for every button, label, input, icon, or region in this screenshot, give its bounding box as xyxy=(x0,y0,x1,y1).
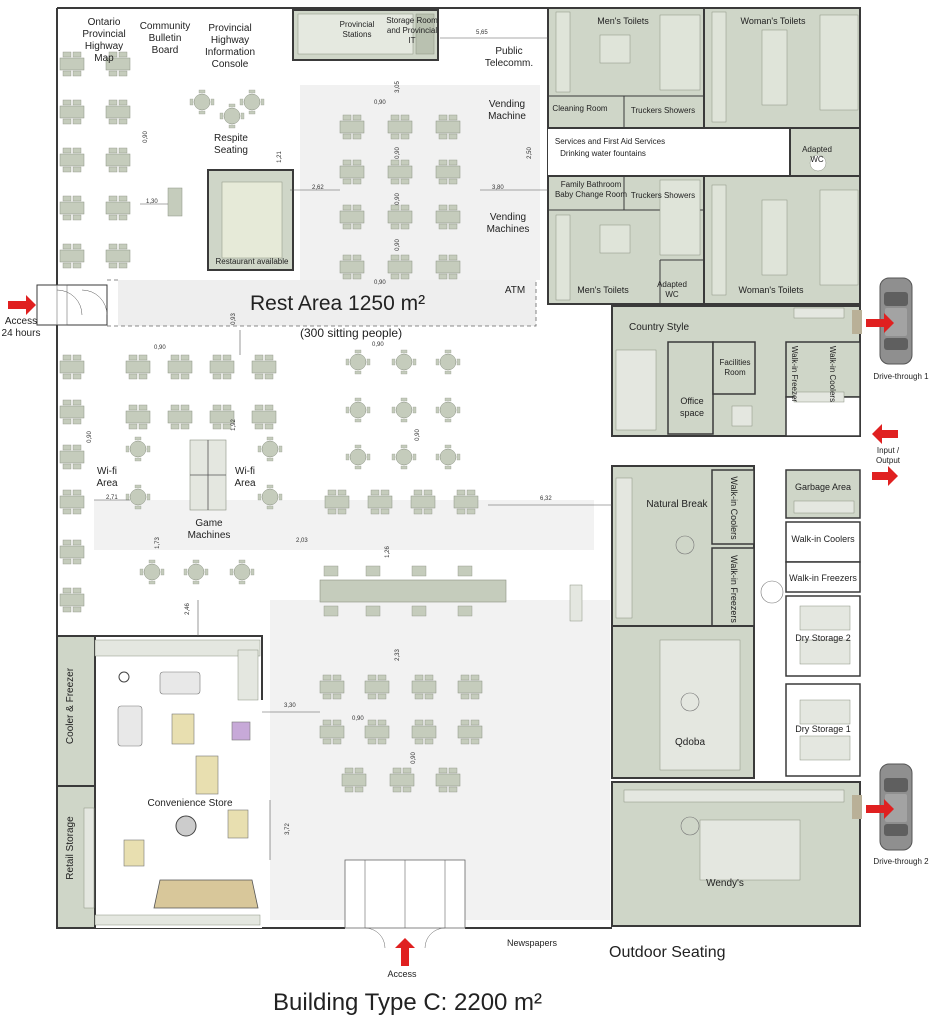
walkin-coolers-label: Walk-in Coolers xyxy=(729,476,739,540)
dimension-label: 2,03 xyxy=(296,538,308,544)
arrow-right-icon xyxy=(8,295,898,819)
respite-seating-label: Respite Seating xyxy=(214,133,248,156)
dimension-label: 0,93 xyxy=(230,313,237,325)
services-label: Services and First Aid Services xyxy=(554,137,666,146)
outdoor-seating-label: Outdoor Seating xyxy=(609,944,726,961)
natural-break-label: Natural Break xyxy=(646,499,708,510)
arrow-up-icon xyxy=(395,938,415,966)
input-output-label: Input / Output xyxy=(875,446,900,465)
cleaning-room-label: Cleaning Room xyxy=(552,104,608,113)
dry-storage-2-label: Dry Storage 2 xyxy=(795,633,851,643)
dimension-label: 1,26 xyxy=(384,546,391,558)
page-title: Building Type C: 2200 m² xyxy=(273,989,543,1016)
access-label: Access xyxy=(387,969,417,979)
walkin-freezer-label: Walk-in Freezer xyxy=(790,345,799,403)
dimension-label: 2,46 xyxy=(184,603,191,615)
atm-label: ATM xyxy=(504,285,526,296)
facilities-room-label: Facilities Room xyxy=(719,358,751,377)
dimension-label: 1,73 xyxy=(154,537,161,549)
dimension-label: 6,32 xyxy=(540,496,552,502)
wendys-label: Wendy's xyxy=(706,878,744,889)
access-24-label: Access 24 hours xyxy=(1,316,41,339)
adapted-wc-label: Adapted WC xyxy=(802,145,832,164)
dimension-label: 0,90 xyxy=(154,345,166,351)
dimension-label: 0,90 xyxy=(394,239,401,251)
dimension-label: 0,90 xyxy=(86,431,93,443)
drive-through-1-label: Drive-through 1 xyxy=(873,372,929,381)
provincial-stations-label: Provincial Stations xyxy=(339,20,375,39)
dimension-label: 2,71 xyxy=(106,495,118,501)
arrow-left-icon xyxy=(872,424,898,444)
family-bathroom-label: Family Bathroom Baby Change Room xyxy=(554,180,628,199)
country-style-label: Country Style xyxy=(628,322,690,333)
dimension-label: 1,30 xyxy=(146,199,158,205)
dimension-label: 0,90 xyxy=(352,716,364,722)
dimension-label: 0,90 xyxy=(374,280,386,286)
walkin-freezers-label: Walk-in Freezers xyxy=(789,573,857,583)
dimension-label: 1,92 xyxy=(230,419,237,431)
dimension-label: 0,90 xyxy=(410,752,417,764)
bulletin-board-label: Community Bulletin Board xyxy=(139,21,191,56)
rest-area-subtitle: (300 sitting people) xyxy=(300,326,403,340)
wifi-area-label: Wi-fi Area xyxy=(234,466,256,489)
drive-through-2-label: Drive-through 2 xyxy=(873,857,929,866)
dimension-label: 0,90 xyxy=(142,131,149,143)
drinking-water-label: Drinking water fountains xyxy=(560,149,646,158)
adapted-wc-label: Adapted WC xyxy=(657,280,687,299)
game-machines-label: Game Machines xyxy=(187,518,231,541)
dimension-label: 0,90 xyxy=(394,147,401,159)
info-console-label: Provincial Highway Information Console xyxy=(204,23,256,70)
toilet-block xyxy=(547,7,861,305)
convenience-store-block xyxy=(56,635,263,929)
dimension-label: 0,90 xyxy=(374,100,386,106)
womens-toilets-label: Woman's Toilets xyxy=(738,285,804,295)
walkin-coolers-label: Walk-in Coolers xyxy=(791,534,855,544)
dimension-label: 3,30 xyxy=(284,703,296,709)
dimension-label: 3,72 xyxy=(284,823,291,835)
qdoba-label: Qdoba xyxy=(674,737,706,748)
dimension-label: 0,90 xyxy=(372,342,384,348)
vending-machines-label: Vending Machines xyxy=(486,212,530,235)
cooler-freezer-label: Cooler & Freezer xyxy=(65,667,76,745)
public-telecomm-label: Public Telecomm. xyxy=(484,46,534,69)
dimension-label: 3,80 xyxy=(492,185,504,191)
newspapers-label: Newspapers xyxy=(506,938,558,948)
wifi-area-label: Wi-fi Area xyxy=(96,466,118,489)
truckers-showers-label: Truckers Showers xyxy=(630,191,696,200)
convenience-store-label: Convenience Store xyxy=(147,798,233,809)
retail-storage-label: Retail Storage xyxy=(65,816,76,880)
truckers-showers-label: Truckers Showers xyxy=(630,106,696,115)
dimension-label: 2,62 xyxy=(312,185,324,191)
storage-room-label: Storage Room and Provincial IT xyxy=(386,16,438,45)
dimension-label: 0,90 xyxy=(414,429,421,441)
dimension-label: 0,90 xyxy=(394,193,401,205)
mens-toilets-label: Men's Toilets xyxy=(577,285,629,295)
womens-toilets-label: Woman's Toilets xyxy=(740,16,806,26)
walkin-coolers-label: Walk-in Coolers xyxy=(828,345,837,403)
vending-machine-label: Vending Machine xyxy=(488,99,526,122)
dimension-label: 2,50 xyxy=(526,147,533,159)
rest-area-title: Rest Area 1250 m² xyxy=(250,292,426,315)
restaurant-available-label: Restaurant available xyxy=(215,257,289,266)
dry-storage-1-label: Dry Storage 1 xyxy=(795,724,851,734)
ontario-map-label: Ontario Provincial Highway Map xyxy=(82,17,126,64)
walkin-freezers-label: Walk-in Freezers xyxy=(729,555,739,623)
office-space-label: Office space xyxy=(679,396,705,418)
dimension-label: 5,65 xyxy=(476,30,488,36)
dimension-label: 2,33 xyxy=(394,649,401,661)
dimension-label: 3,05 xyxy=(394,81,401,93)
dimension-label: 1,21 xyxy=(276,151,283,163)
mens-toilets-label: Men's Toilets xyxy=(597,16,649,26)
garbage-area-label: Garbage Area xyxy=(794,482,852,492)
